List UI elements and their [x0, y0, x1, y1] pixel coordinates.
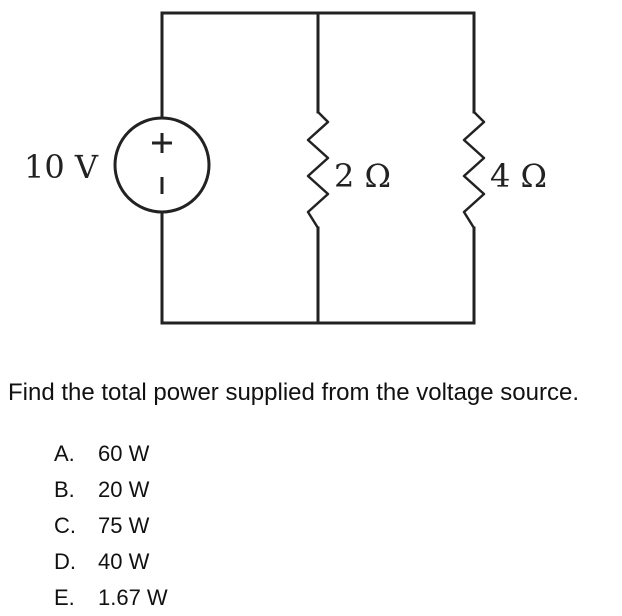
choice-e[interactable]: E. 1.67 W	[54, 580, 168, 616]
voltage-source	[113, 116, 211, 214]
choice-letter: A.	[54, 441, 75, 466]
choice-text: 20 W	[98, 477, 150, 502]
choice-d[interactable]: D. 40 W	[54, 544, 168, 580]
voltage-source-circle	[113, 116, 211, 214]
resistor-4-ohm	[462, 111, 486, 229]
circuit-wires	[160, 11, 476, 325]
source-voltage-label: 10 V	[24, 148, 99, 186]
choice-text: 1.67 W	[98, 585, 168, 610]
choice-a[interactable]: A. 60 W	[54, 436, 168, 472]
circuit-diagram: 10 V 2 Ω 4 Ω	[24, 11, 547, 325]
choice-letter: D.	[54, 549, 76, 574]
question-text: Find the total power supplied from the v…	[8, 379, 579, 406]
answer-choices: A. 60 W B. 20 W C. 75 W D. 40 W E. 1.67 W	[54, 436, 168, 616]
choice-c[interactable]: C. 75 W	[54, 508, 168, 544]
choice-letter: B.	[54, 477, 75, 502]
choice-letter: C.	[54, 513, 76, 538]
choice-letter: E.	[54, 585, 75, 610]
resistor-2-ohm	[306, 111, 330, 229]
choice-text: 60 W	[98, 441, 150, 466]
choice-b[interactable]: B. 20 W	[54, 472, 168, 508]
resistor-2-ohm-label: 2 Ω	[334, 157, 391, 195]
choice-text: 40 W	[98, 549, 150, 574]
resistor-4-ohm-label: 4 Ω	[490, 157, 547, 195]
choice-text: 75 W	[98, 513, 150, 538]
